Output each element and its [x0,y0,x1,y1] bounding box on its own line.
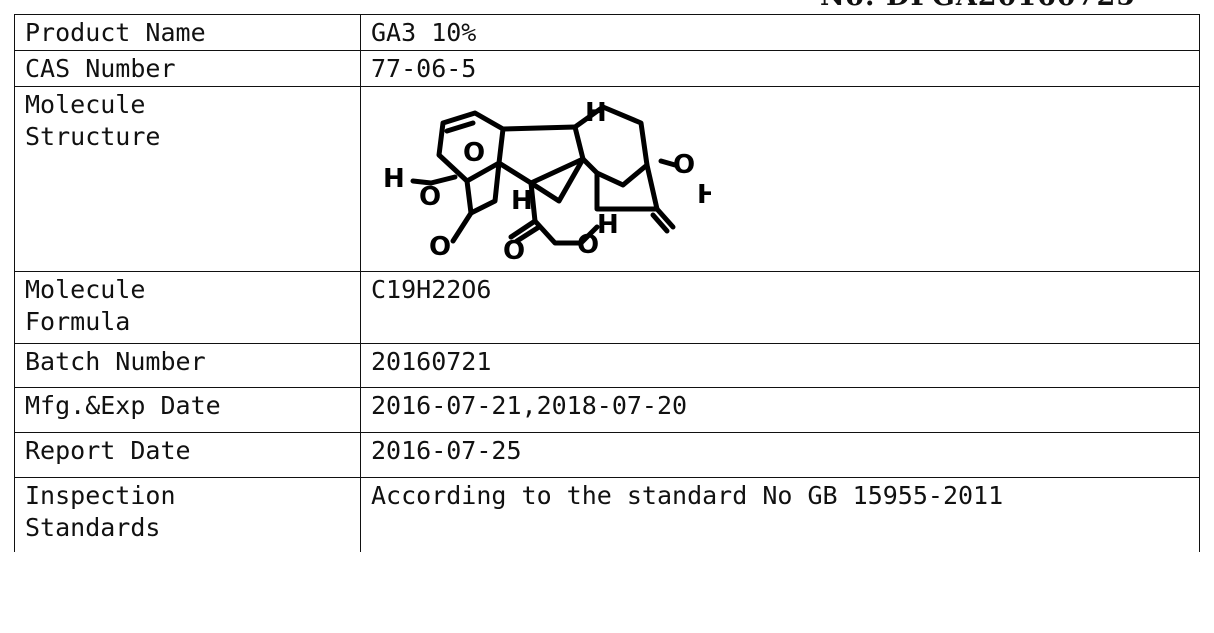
value-cell: 2016-07-21,2018-07-20 [360,387,1200,433]
value-cell: GA3 10% [360,14,1200,51]
value-cell: According to the standard No GB 15955-20… [360,477,1200,552]
product-name-label: Product Name [25,18,206,47]
atom-h-top: H [585,98,607,128]
atom-h-right: H [697,180,711,210]
report-date-value: 2016-07-25 [371,436,522,465]
row-mfg-exp-date: Mfg.&Exp Date 2016-07-21,2018-07-20 [14,387,1200,433]
atom-o-bottom: O [429,232,451,262]
report-number-cutoff: No: DPGA20160725 [820,0,1136,12]
row-batch-number: Batch Number 20160721 [14,343,1200,388]
row-molecule-formula: Molecule Formula C19H22O6 [14,271,1200,344]
atom-o-right: O [673,150,695,180]
label-cell: Report Date [14,432,361,478]
molecule-formula-label: Molecule Formula [25,275,146,336]
inspection-standards-label: Inspection Standards [25,481,176,542]
molecule-formula-value: C19H22O6 [371,275,492,304]
value-cell: 77-06-5 [360,50,1200,87]
atom-o-left: O [419,182,441,212]
atom-o-acid-right: O [577,230,599,260]
row-report-date: Report Date 2016-07-25 [14,432,1200,478]
molecule-structure-label: Molecule Structure [25,90,161,151]
report-date-label: Report Date [25,436,191,465]
value-cell: 20160721 [360,343,1200,388]
label-cell: Inspection Standards [14,477,361,552]
row-product-name: Product Name GA3 10% [14,14,1200,51]
atom-o-bridge: O [463,138,485,168]
atom-h-mid: H [511,186,533,216]
batch-number-value: 20160721 [371,347,492,376]
inspection-standards-value: According to the standard No GB 15955-20… [371,481,1004,510]
product-spec-table: Product Name GA3 10% CAS Number 77-06-5 … [14,14,1200,552]
label-cell: Product Name [14,14,361,51]
label-cell: Batch Number [14,343,361,388]
product-name-value: GA3 10% [371,18,477,47]
label-cell: Molecule Formula [14,271,361,344]
row-inspection-standards: Inspection Standards According to the st… [14,477,1200,552]
value-cell: 2016-07-25 [360,432,1200,478]
atom-o-acid-left: O [503,236,525,266]
cas-number-label: CAS Number [25,54,176,83]
label-cell: Mfg.&Exp Date [14,387,361,433]
batch-number-label: Batch Number [25,347,206,376]
structure-cell: H H O O H O O O H O H [360,86,1200,272]
mfg-exp-date-value: 2016-07-21,2018-07-20 [371,391,688,420]
mfg-exp-date-label: Mfg.&Exp Date [25,391,221,420]
row-cas-number: CAS Number 77-06-5 [14,50,1200,87]
atom-h-left: H [383,164,405,194]
cas-number-value: 77-06-5 [371,54,477,83]
label-cell: CAS Number [14,50,361,87]
atom-h-acid: H [597,210,619,240]
row-molecule-structure: Molecule Structure [14,86,1200,272]
value-cell: C19H22O6 [360,271,1200,344]
molecule-structure-image: H H O O H O O O H O H [383,98,711,266]
label-cell: Molecule Structure [14,86,361,272]
